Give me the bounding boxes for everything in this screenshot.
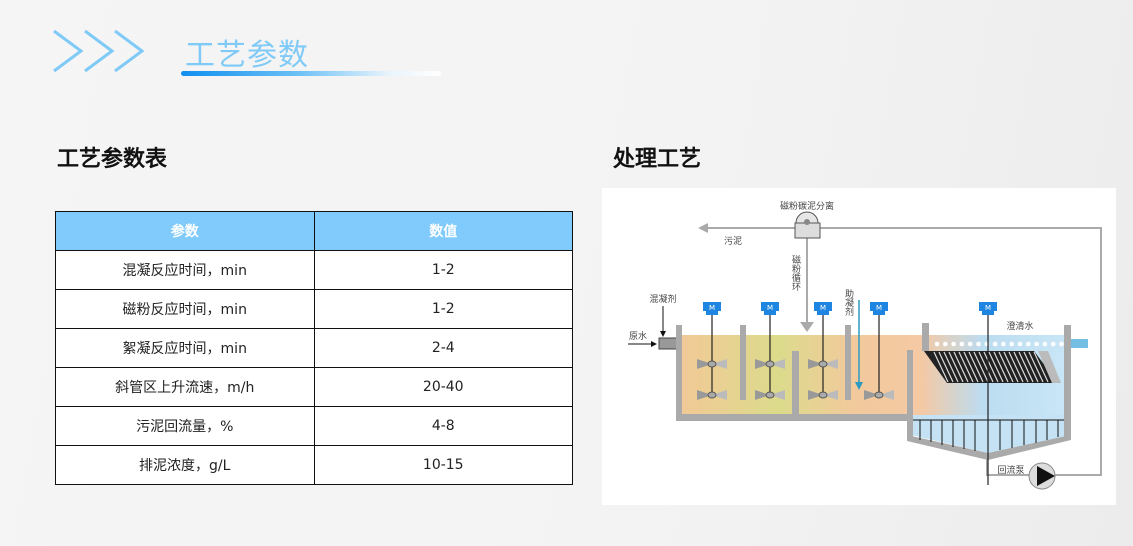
svg-text:M: M bbox=[876, 304, 882, 312]
label-circulation: 磁粉循环 bbox=[790, 254, 801, 292]
value-cell: 20-40 bbox=[313, 367, 573, 407]
table-row: 污泥回流量，%4-8 bbox=[55, 406, 573, 446]
process-diagram: 磁粉碳泥分离 污泥 磁粉循环 助凝剂 混凝剂 原水 澄清水 回流泵 M M M M M bbox=[602, 188, 1116, 505]
process-title: 处理工艺 bbox=[613, 147, 702, 172]
value-cell: 1-2 bbox=[313, 289, 573, 329]
return-pump-icon bbox=[1028, 462, 1056, 490]
page-title: 工艺参数 bbox=[185, 38, 309, 73]
svg-text:M: M bbox=[985, 304, 991, 312]
mixer-motor-icon: M bbox=[808, 302, 838, 400]
mixer-motor-icon: M bbox=[697, 302, 727, 400]
value-cell: 2-4 bbox=[313, 328, 573, 368]
label-raw-water: 原水 bbox=[629, 330, 647, 342]
param-cell: 斜管区上升流速，m/h bbox=[55, 367, 315, 407]
header-param: 参数 bbox=[55, 211, 315, 251]
label-sludge: 污泥 bbox=[724, 235, 742, 247]
mixer-motor-icon: M bbox=[864, 302, 894, 400]
param-cell: 混凝反应时间，min bbox=[55, 250, 315, 290]
value-cell: 4-8 bbox=[313, 406, 573, 446]
label-coagulant: 混凝剂 bbox=[649, 293, 676, 305]
param-cell: 磁粉反应时间，min bbox=[55, 289, 315, 329]
title-underline bbox=[181, 71, 441, 76]
param-cell: 絮凝反应时间，min bbox=[55, 328, 315, 368]
svg-text:M: M bbox=[767, 304, 773, 312]
mixer-motor-icon: M bbox=[979, 302, 997, 485]
label-separator: 磁粉碳泥分离 bbox=[780, 200, 834, 212]
svg-text:M: M bbox=[709, 304, 715, 312]
separator-icon bbox=[794, 211, 821, 239]
chevrons-icon bbox=[53, 29, 145, 73]
table-header-row: 参数数值 bbox=[55, 211, 573, 251]
svg-text:M: M bbox=[820, 304, 826, 312]
table-title: 工艺参数表 bbox=[57, 147, 168, 172]
value-cell: 10-15 bbox=[313, 445, 573, 485]
header-value: 数值 bbox=[313, 211, 573, 251]
param-cell: 污泥回流量，% bbox=[55, 406, 315, 446]
param-cell: 排泥浓度，g/L bbox=[55, 445, 315, 485]
label-flocculant-aid: 助凝剂 bbox=[843, 288, 854, 317]
label-return-pump: 回流泵 bbox=[997, 464, 1024, 476]
mixer-motor-icon: M bbox=[755, 302, 785, 400]
value-cell: 1-2 bbox=[313, 250, 573, 290]
label-clear-water: 澄清水 bbox=[1006, 320, 1033, 332]
